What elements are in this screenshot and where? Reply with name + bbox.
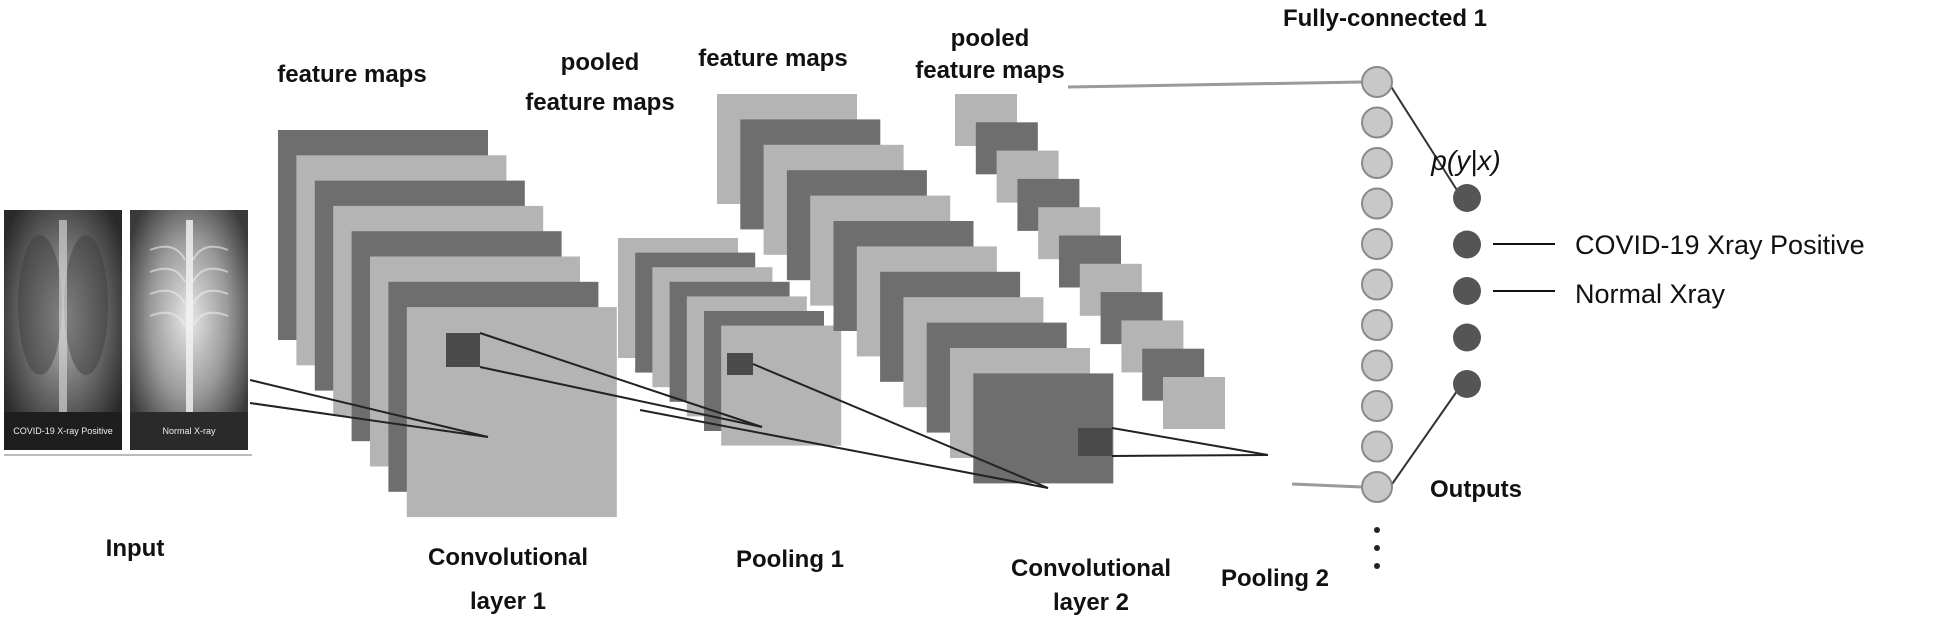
proj-line-conv2-a — [1111, 427, 1269, 456]
connection-lines — [249, 332, 1269, 489]
pooled-feature-maps-stack-1 — [618, 238, 842, 446]
output-node — [1453, 230, 1481, 259]
label-pooled-2-line2: feature maps — [915, 57, 1064, 84]
label-conv2-line1: Convolutional — [1011, 555, 1171, 582]
label-probability: p(y|x) — [1430, 145, 1501, 176]
kernel-marker-1 — [446, 333, 480, 367]
proj-line-conv2-b — [1111, 454, 1269, 457]
output-node — [1453, 323, 1481, 352]
pooled-feature-maps-stack-2 — [955, 94, 1225, 429]
proj-line-pool1-b — [639, 409, 1049, 489]
label-conv1-line2: layer 1 — [470, 588, 546, 615]
label-class-positive: COVID-19 Xray Positive — [1575, 230, 1865, 260]
output-node — [1453, 277, 1481, 305]
fc-node — [1361, 268, 1393, 301]
fc-node — [1361, 66, 1393, 98]
proj-line-input-b — [249, 402, 489, 438]
proj-line-conv1-b — [479, 366, 763, 428]
label-pooling-1: Pooling 1 — [736, 546, 844, 573]
output-node — [1453, 370, 1481, 398]
label-fully-connected: Fully-connected 1 — [1283, 5, 1487, 32]
output-node — [1453, 184, 1481, 212]
output-nodes — [1453, 184, 1481, 398]
proj-line-input-a — [249, 379, 489, 438]
fc-node — [1361, 349, 1393, 382]
input-image-normal: Normal X-ray — [130, 210, 248, 450]
feature-map — [406, 307, 617, 518]
label-conv2-line2: layer 2 — [1053, 589, 1129, 616]
label-feature-maps-1: feature maps — [277, 61, 426, 88]
fc-connections — [1067, 80, 1363, 489]
thumbnail-caption-normal: Normal X-ray — [162, 426, 216, 436]
label-class-normal: Normal Xray — [1575, 279, 1726, 309]
fc-node — [1361, 430, 1393, 463]
fc-node — [1361, 471, 1393, 503]
input-image-covid: COVID-19 X-ray Positive — [4, 210, 122, 450]
fc-node — [1361, 390, 1393, 422]
fc-node — [1361, 147, 1393, 179]
fc-ellipsis — [1374, 527, 1380, 569]
feature-map — [721, 325, 842, 446]
feature-map — [1163, 377, 1225, 429]
proj-line-pool1-a — [752, 363, 1049, 489]
label-pooled-2-line1: pooled — [951, 25, 1030, 52]
proj-line-conv1-a — [479, 332, 763, 428]
feature-maps-stack-2 — [717, 94, 1114, 484]
fc-node — [1361, 309, 1393, 341]
output-connections — [1389, 84, 1463, 488]
label-conv1-line1: Convolutional — [428, 544, 588, 571]
label-pooled-1-line2: feature maps — [525, 89, 674, 116]
label-feature-maps-2: feature maps — [698, 45, 847, 72]
label-pooling-2: Pooling 2 — [1221, 565, 1329, 592]
fc-node — [1361, 106, 1393, 139]
kernel-marker-2 — [727, 353, 753, 375]
feature-maps-stack-1 — [278, 130, 617, 518]
label-pooled-1-line1: pooled — [561, 49, 640, 76]
kernel-marker-3 — [1078, 428, 1112, 456]
fc-node — [1361, 187, 1393, 220]
label-outputs: Outputs — [1430, 476, 1522, 503]
fc-node — [1361, 228, 1393, 260]
label-input: Input — [106, 535, 165, 562]
thumbnail-caption-covid: COVID-19 X-ray Positive — [13, 426, 113, 436]
fully-connected-nodes — [1361, 66, 1393, 503]
